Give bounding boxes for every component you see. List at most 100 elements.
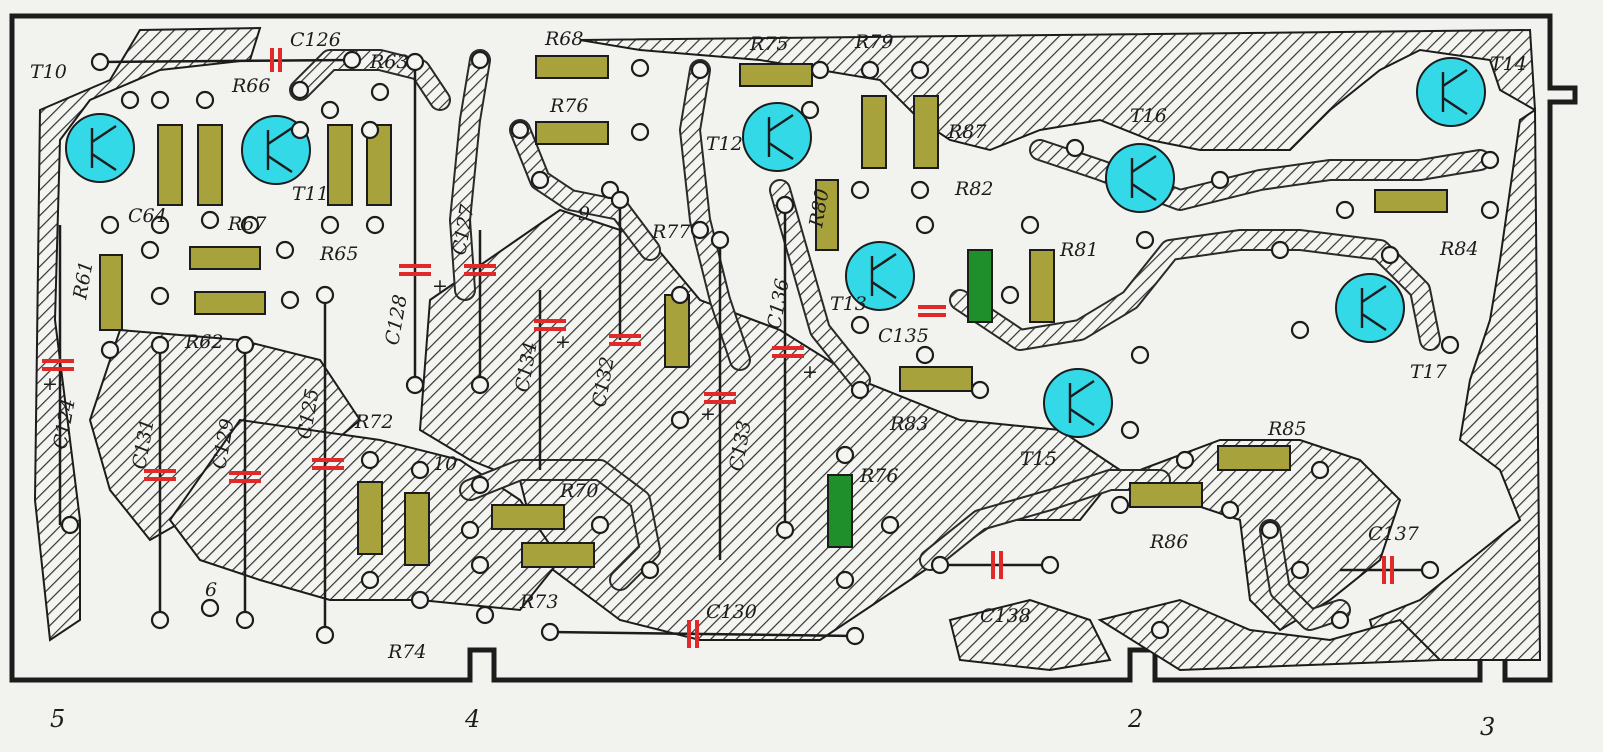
solder-pad (360, 120, 380, 140)
solder-pad (315, 285, 335, 305)
label-C135: C135 (878, 325, 929, 347)
solder-pad (200, 210, 220, 230)
capacitors (42, 48, 1394, 648)
solder-pad (150, 90, 170, 110)
solder-pad (1120, 420, 1140, 440)
resistor-body (967, 249, 993, 323)
label-T15: T15 (1020, 448, 1057, 470)
solder-pad (1440, 335, 1460, 355)
label-R82: R82 (954, 178, 993, 200)
connector-label-2: 2 (1127, 705, 1143, 733)
label-R74: R74 (387, 641, 426, 663)
solder-pad (360, 450, 380, 470)
solder-pad (1175, 450, 1195, 470)
label-R68: R68 (544, 28, 583, 50)
solder-pad (1135, 230, 1155, 250)
label-R61: R61 (69, 259, 98, 302)
connector-label-4: 4 (464, 705, 480, 733)
solder-pad (1150, 620, 1170, 640)
label-T10: T10 (30, 61, 67, 83)
solder-pad (150, 335, 170, 355)
resistors (99, 55, 1448, 568)
solder-pad (910, 60, 930, 80)
resistor-body (535, 121, 609, 145)
solder-pad (850, 380, 870, 400)
label-C137: C137 (1368, 523, 1420, 545)
solder-pad (470, 555, 490, 575)
solder-pad (60, 515, 80, 535)
resistor-body (189, 246, 261, 270)
solder-pad (800, 100, 820, 120)
solder-pad (775, 195, 795, 215)
resistor-body (197, 124, 223, 206)
resistor-body (827, 474, 853, 548)
solder-pad (690, 60, 710, 80)
solder-pad (850, 315, 870, 335)
polarity-mark: + (555, 331, 571, 353)
solder-pad (630, 122, 650, 142)
connector-label-5: 5 (50, 705, 65, 733)
solder-pad (1020, 215, 1040, 235)
resistor-body (1217, 445, 1291, 471)
label-T11: T11 (292, 183, 329, 205)
solder-pad (530, 170, 550, 190)
solder-pad (235, 610, 255, 630)
solder-pad (120, 90, 140, 110)
resistor-body (1129, 482, 1203, 508)
solder-pad (100, 215, 120, 235)
label-T14: T14 (1490, 53, 1527, 75)
solder-pad (590, 515, 610, 535)
solder-pad (470, 375, 490, 395)
polarity-mark: + (432, 275, 448, 297)
resistor-body (357, 481, 383, 555)
label-R66: R66 (231, 75, 270, 97)
solder-pad (910, 180, 930, 200)
solder-pad (315, 625, 335, 645)
solder-pad (775, 520, 795, 540)
solder-pad (365, 215, 385, 235)
solder-pad (860, 60, 880, 80)
solder-pad (1040, 555, 1060, 575)
solder-pads (60, 50, 1500, 646)
solder-pad (880, 515, 900, 535)
polarity-mark: + (700, 403, 716, 425)
solder-pad (150, 215, 170, 235)
polarity-mark: + (42, 373, 58, 395)
solder-pad (850, 180, 870, 200)
solder-pad (630, 58, 650, 78)
label-R77: R77 (651, 221, 691, 243)
solder-pad (810, 60, 830, 80)
label-R86: R86 (1149, 531, 1188, 553)
transistor-body (1416, 57, 1486, 127)
solder-pad (640, 560, 660, 580)
resistor-body (1029, 249, 1055, 323)
solder-pad (475, 605, 495, 625)
solder-pad (200, 598, 220, 618)
resistor-body (366, 124, 392, 206)
transistor-body (1105, 143, 1175, 213)
solder-pad (320, 215, 340, 235)
label-T17: T17 (1410, 361, 1448, 383)
solder-pad (1110, 495, 1130, 515)
transistor-body (65, 113, 135, 183)
resistor-body (664, 294, 690, 368)
label-R73: R73 (519, 591, 558, 613)
label-R72: R72 (354, 411, 393, 433)
solder-pad (915, 215, 935, 235)
solder-pad (845, 626, 865, 646)
transistor-body (1043, 368, 1113, 438)
solder-pad (342, 50, 362, 70)
solder-pad (275, 240, 295, 260)
solder-pad (1210, 170, 1230, 190)
solder-pad (320, 100, 340, 120)
solder-pad (610, 190, 630, 210)
solder-pad (970, 380, 990, 400)
resistor-body (899, 366, 973, 392)
solder-pad (290, 80, 310, 100)
solder-pad (100, 340, 120, 360)
solder-pad (140, 240, 160, 260)
label-R81: R81 (1059, 239, 1098, 261)
label-R63: R63 (369, 51, 408, 73)
solder-pad (1260, 520, 1280, 540)
resistor-body (739, 63, 813, 87)
